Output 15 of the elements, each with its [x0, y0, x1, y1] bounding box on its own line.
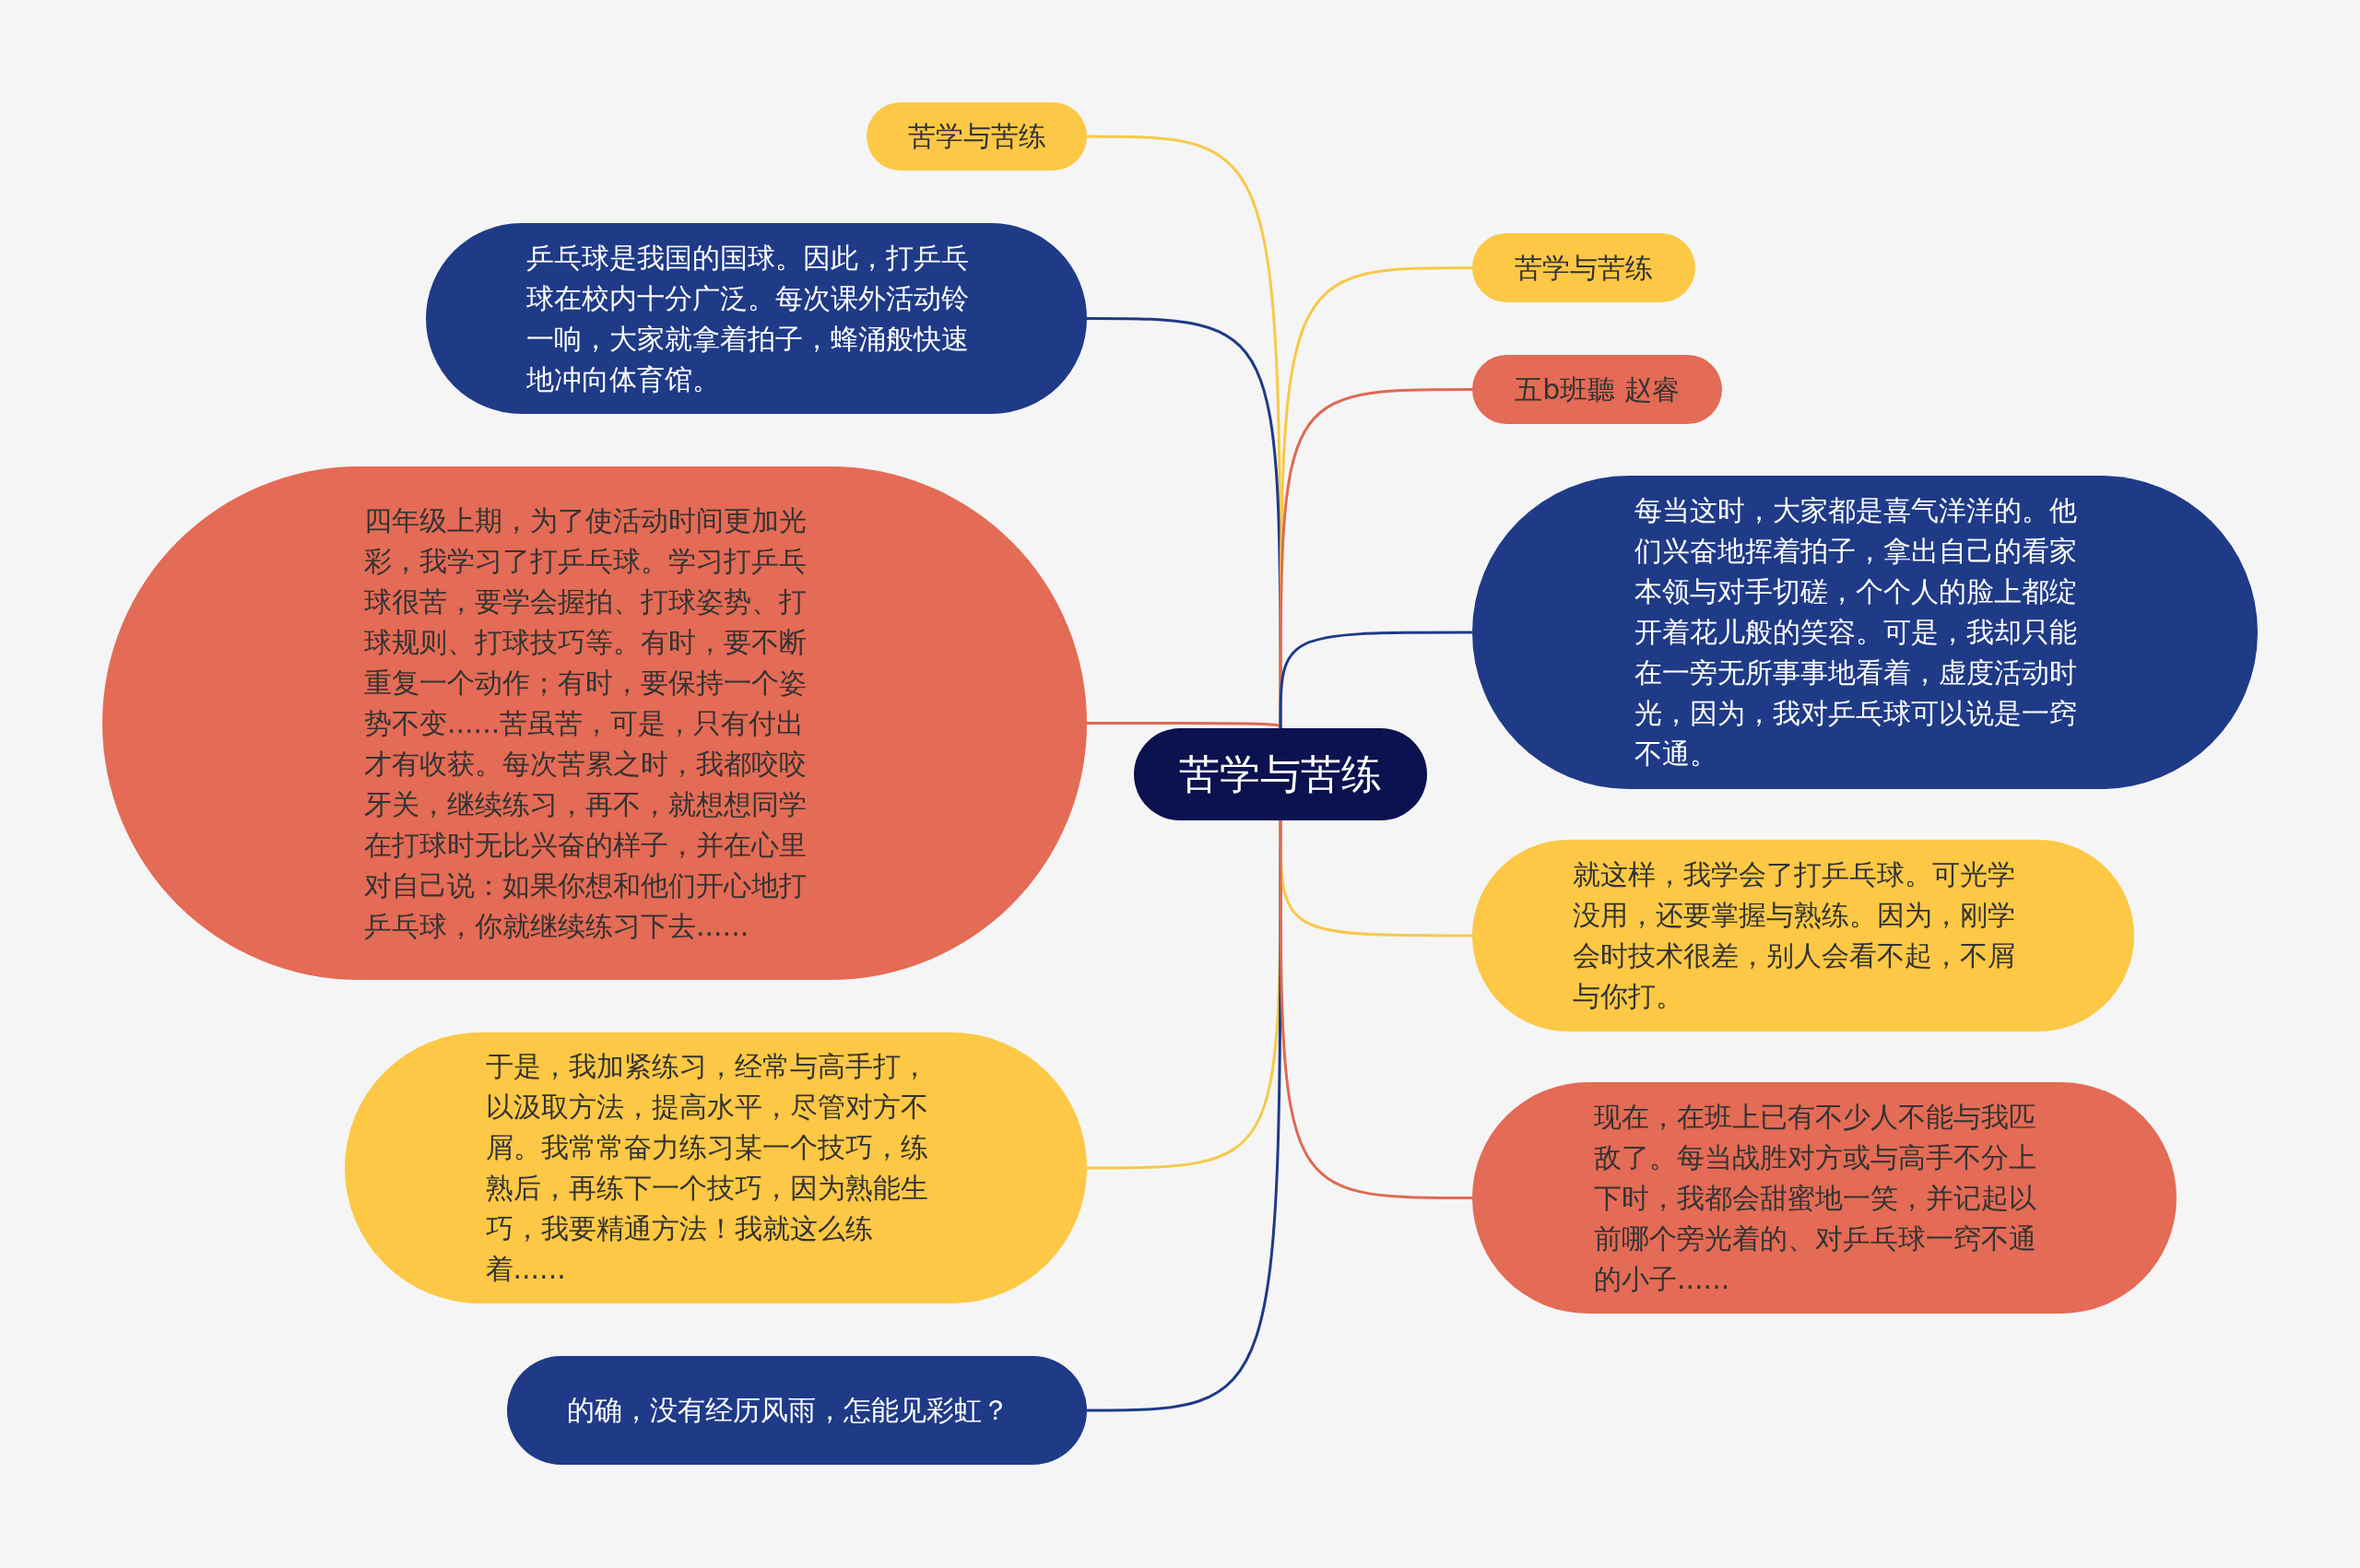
- topic-text: 苦学与苦练: [907, 119, 1046, 154]
- topic-text: 四年级上期，为了使活动时间更加光彩，我学习了打乒乓球。学习打乒乓球很苦，要学会握拍、打球姿势、打球规则、打球技巧等。有时，要不断重复一个动作；有时，要保持一个姿势不变......苦虽苦，可是，只有付出才有收获。每次苦累之时，我都咬咬牙关，继续练习，再不，就想想同学在打球时无比兴奋的样子，并在心里对自己说：如果你想和他们开心地打乒乓球，你就继续练习下去......: [364, 502, 808, 944]
- connector-line: [1279, 631, 1472, 728]
- topic-text: 的确，没有经历风雨，怎能见彩虹？: [566, 1393, 1010, 1428]
- topic-text: 苦学与苦练: [1515, 250, 1653, 286]
- connector-line: [1279, 820, 1472, 1199]
- topic-text: 乒乓球是我国的国球。因此，打乒乓球在校内十分广泛。每次课外活动铃一响，大家就拿着拍子，蜂涌般快速地冲向体育馆。: [525, 240, 970, 397]
- topic-text: 每当这时，大家都是喜气洋洋的。他们兴奋地挥着拍子，拿出自己的看家本领与对手切磋，个个人的脸上都绽开着花儿般的笑容。可是，我却只能在一旁无所事事地看着，虚度活动时光，因为，我对乒乓球可以说是一窍不通。: [1634, 493, 2078, 772]
- topic-text: 现在，在班上已有不少人不能与我匹敌了。每当战胜对方或与高手不分上下时，我都会甜蜜地一笑，并记起以前哪个旁光着的、对乒乓球一窍不通的小子......: [1594, 1099, 2037, 1297]
- topic-text: 于是，我加紧练习，经常与高手打，以汲取方法，提高水平，尽管对方不屑。我常常奋力练习某一个技巧，练熟后，再练下一个技巧，因为熟能生巧，我要精通方法！我就这么练着......: [485, 1049, 929, 1287]
- connector-line: [1087, 820, 1282, 1412]
- topic-text: 五b班聽 赵睿: [1515, 371, 1680, 407]
- connector-line: [1087, 722, 1282, 729]
- topic-text: 就这样，我学会了打乒乓球。可光学没用，还要掌握与熟练。因为，刚学会时技术很差，别人会看不起，不屑与你打。: [1573, 857, 2016, 1014]
- central-topic-text: 苦学与苦练: [1179, 749, 1382, 799]
